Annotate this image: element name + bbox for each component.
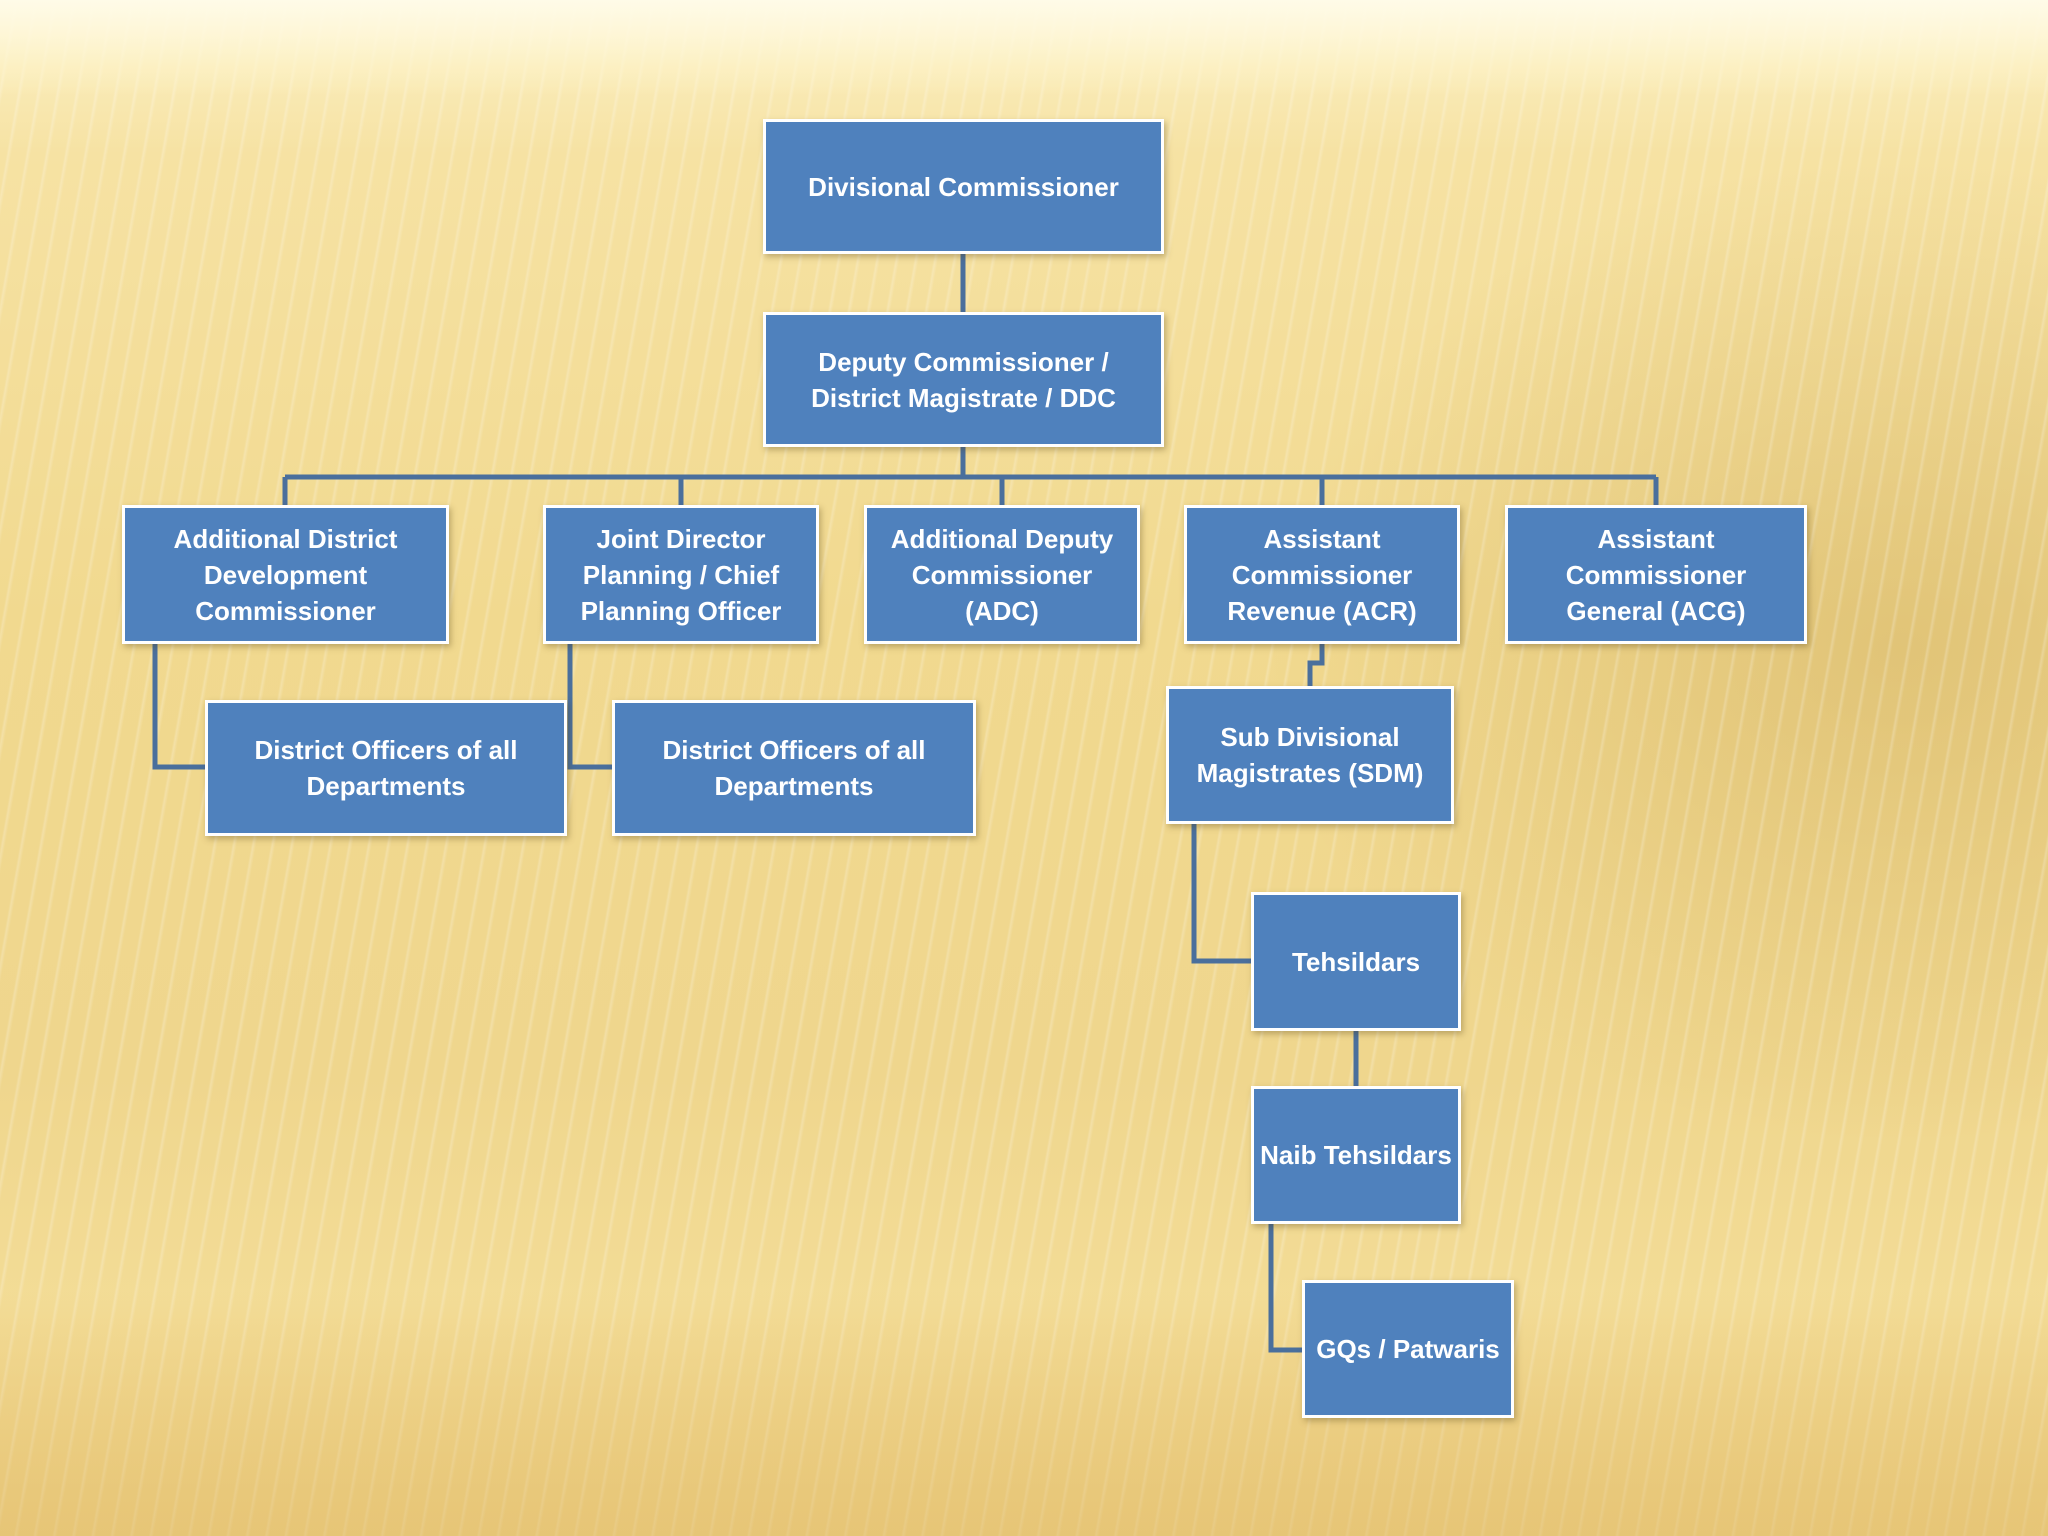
node-label: Naib Tehsildars <box>1260 1140 1452 1170</box>
node-deputy-commissioner: Deputy Commissioner / District Magistrat… <box>763 312 1164 447</box>
node-label: Assistant Commissioner Revenue (ACR) <box>1227 523 1417 626</box>
connector-addl-district-to-officers <box>152 644 205 770</box>
connector-sdm-to-tehsildars <box>1191 824 1251 964</box>
node-naib-tehsildars: Naib Tehsildars <box>1251 1086 1461 1224</box>
node-gqs-patwaris: GQs / Patwaris <box>1302 1280 1514 1418</box>
background-top-band <box>0 0 2048 95</box>
node-label: District Officers of all Departments <box>662 735 926 801</box>
node-addl-deputy-commissioner: Additional Deputy Commissioner (ADC) <box>864 505 1140 644</box>
node-label: Sub Divisional Magistrates (SDM) <box>1196 722 1424 788</box>
node-district-officers-2: District Officers of all Departments <box>612 700 976 836</box>
node-label: Tehsildars <box>1291 946 1421 977</box>
connector-acr-to-sdm <box>1307 644 1325 686</box>
node-label: Additional Deputy Commissioner (ADC) <box>890 523 1114 626</box>
node-joint-director-planning: Joint Director Planning / Chief Planning… <box>543 505 819 644</box>
connector-naib-to-patwaris <box>1268 1224 1302 1353</box>
node-label: Divisional Commissioner <box>808 171 1119 202</box>
node-sub-divisional-magistrates: Sub Divisional Magistrates (SDM) <box>1166 686 1454 824</box>
node-label: Deputy Commissioner / District Magistrat… <box>811 346 1116 413</box>
node-label: District Officers of all Departments <box>254 735 518 801</box>
node-tehsildars: Tehsildars <box>1251 892 1461 1031</box>
node-addl-district-dev-commissioner: Additional District Development Commissi… <box>122 505 449 644</box>
node-asst-commissioner-revenue: Assistant Commissioner Revenue (ACR) <box>1184 505 1460 644</box>
background-bottom-band <box>0 1290 2048 1536</box>
node-label: Assistant Commissioner General (ACG) <box>1565 523 1747 626</box>
node-label: Additional District Development Commissi… <box>173 523 398 626</box>
node-label: Joint Director Planning / Chief Planning… <box>580 523 782 626</box>
node-divisional-commissioner: Divisional Commissioner <box>763 119 1164 254</box>
node-asst-commissioner-general: Assistant Commissioner General (ACG) <box>1505 505 1807 644</box>
node-district-officers-1: District Officers of all Departments <box>205 700 567 836</box>
connector-joint-director-to-officers <box>567 644 612 770</box>
node-label: GQs / Patwaris <box>1316 1334 1500 1364</box>
